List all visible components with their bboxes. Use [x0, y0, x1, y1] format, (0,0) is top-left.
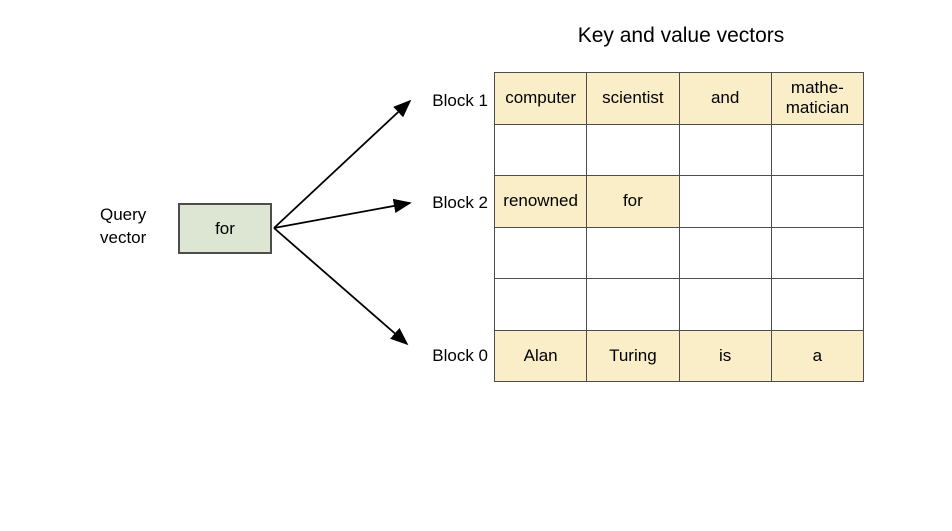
block-label-0: Block 0 [432, 346, 488, 365]
query-vector-label-line2: vector [100, 228, 147, 247]
table-cell: renowned [493, 175, 588, 228]
query-vector-label-line1: Query [100, 205, 147, 224]
table-cell [586, 278, 680, 331]
table-cell: and [678, 72, 772, 125]
table-cell [678, 123, 772, 176]
table-cell: is [678, 329, 772, 382]
diagram-title: Key and value vectors [577, 24, 785, 47]
query-vector-label: Query vector [100, 203, 176, 249]
table-cell: scientist [586, 72, 680, 125]
table-row [493, 278, 865, 331]
block-label-2: Block 2 [432, 193, 488, 212]
table-cell [678, 226, 772, 279]
table-cell [493, 278, 588, 331]
table-cell [586, 226, 680, 279]
table-cell: Turing [586, 329, 680, 382]
table-cell [770, 175, 865, 228]
table-cell [493, 226, 588, 279]
table-cell [770, 123, 865, 176]
table-cell: mathe-matician [770, 72, 865, 125]
table-cell: for [586, 175, 680, 228]
table-row [493, 123, 865, 176]
table-cell [770, 278, 865, 331]
table-cell [678, 278, 772, 331]
table-cell: computer [493, 72, 588, 125]
table-cell: Alan [493, 329, 588, 382]
table-cell: a [770, 329, 865, 382]
arrow-to-block-0 [273, 227, 409, 346]
table-cell [770, 226, 865, 279]
table-row [493, 226, 865, 279]
arrow-to-block-1 [273, 99, 412, 229]
arrow-to-block-2 [273, 198, 412, 229]
query-vector-box: for [178, 203, 272, 254]
table-cell-line2: matician [785, 98, 850, 118]
table-cell-line1: mathe- [790, 78, 844, 98]
block-label-1: Block 1 [432, 91, 488, 110]
table-cell [493, 123, 588, 176]
table-cell [586, 123, 680, 176]
query-vector-token: for [215, 218, 235, 238]
table-cell [678, 175, 772, 228]
